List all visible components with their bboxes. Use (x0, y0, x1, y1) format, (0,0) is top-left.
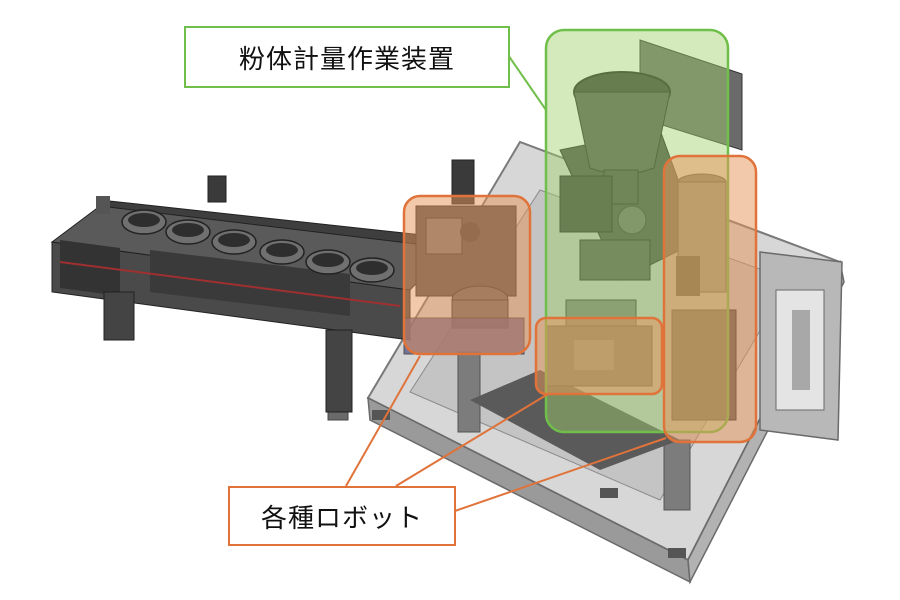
robot-highlight-left (402, 194, 532, 356)
conveyor (50, 159, 475, 413)
leader-line-orange-right (451, 437, 667, 513)
robot-highlight-center (534, 316, 664, 396)
robot-highlight-right (662, 154, 758, 444)
leader-line-green (505, 51, 547, 111)
leader-line-orange-left (345, 355, 421, 487)
robots-label: 各種ロボット (228, 486, 456, 546)
powder-station-label: 粉体計量作業装置 (184, 26, 510, 88)
leader-line-orange-center (395, 393, 549, 487)
